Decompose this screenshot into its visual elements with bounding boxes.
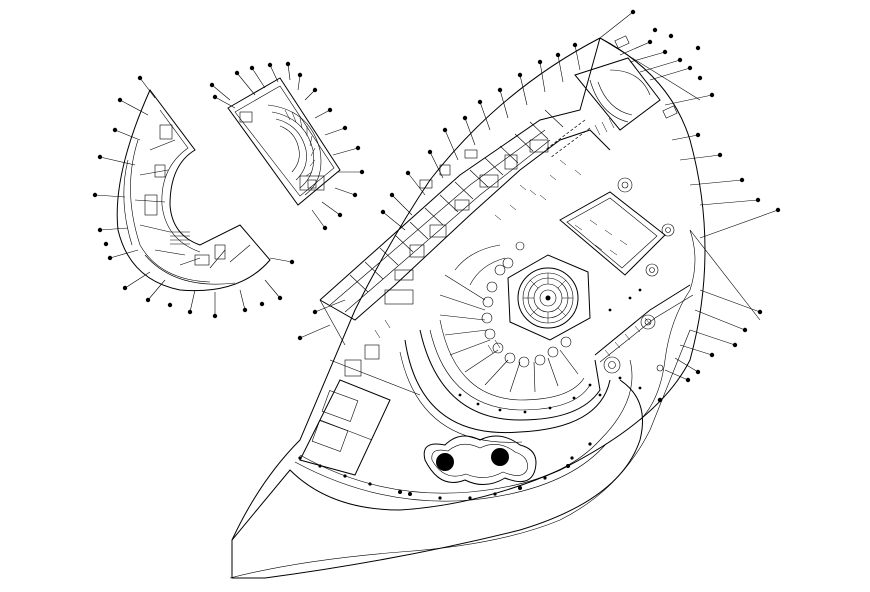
west-wing-grid-bubbles <box>92 75 295 319</box>
auditorium-grid-bubbles <box>209 61 365 231</box>
service-rooms <box>299 344 421 476</box>
shrub-dots <box>298 288 662 500</box>
central-rotunda <box>507 254 591 341</box>
detail-marks <box>374 159 582 354</box>
fan-rooms <box>439 244 579 393</box>
main-grid-bubbles <box>297 9 781 403</box>
courtyard-block <box>559 191 666 276</box>
tag-symbols <box>614 35 678 119</box>
water-feature <box>423 435 537 485</box>
west-wing-room-lines <box>134 124 251 269</box>
main-complex <box>229 37 706 579</box>
fan-round-columns <box>481 264 572 368</box>
west-wing-building <box>116 89 271 292</box>
west-wing-stair <box>170 231 190 245</box>
diagonal-wing-partitions <box>349 109 564 305</box>
landscape-trees <box>502 177 675 374</box>
auditorium-building <box>227 77 341 206</box>
entry-plaza <box>544 57 661 159</box>
